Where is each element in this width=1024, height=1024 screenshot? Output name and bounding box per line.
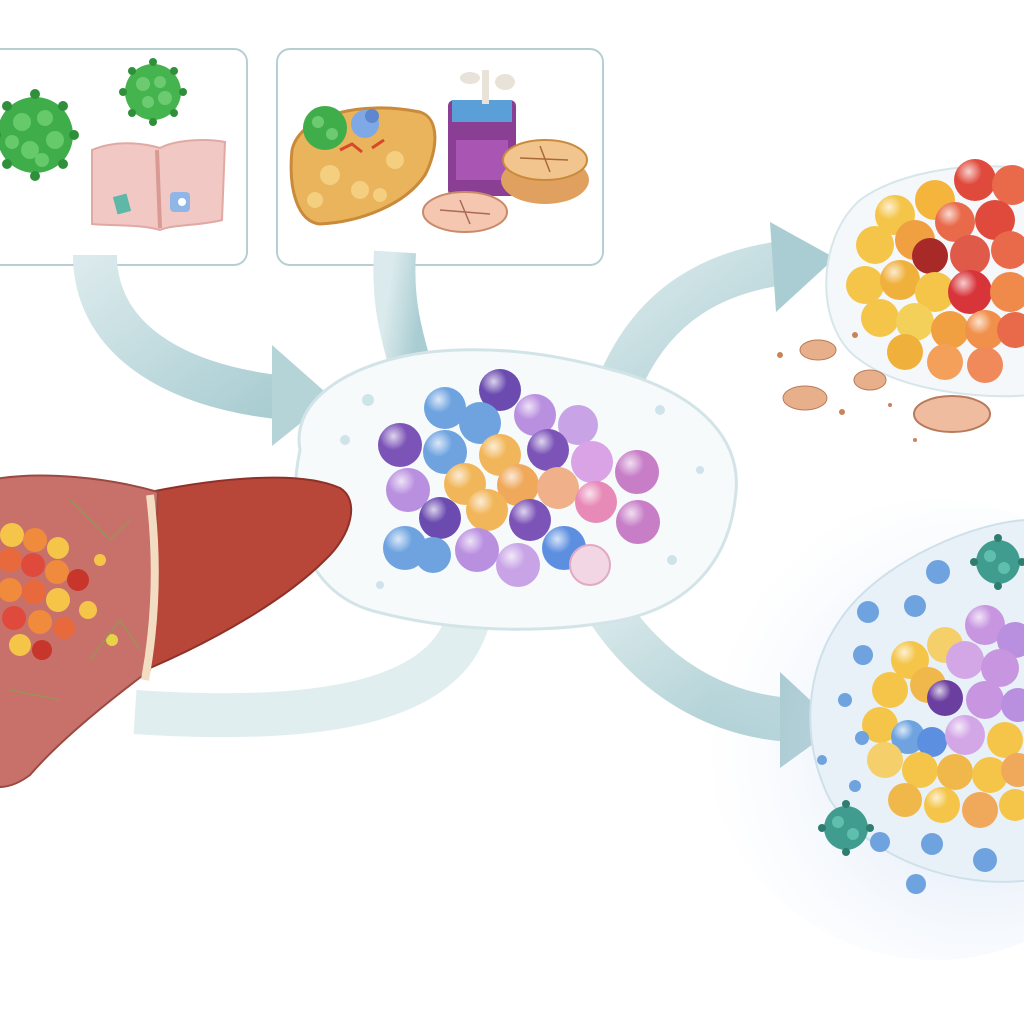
virus-small-icon: [119, 58, 187, 126]
arrow-infection-to-cluster: [73, 254, 332, 446]
blue-droplets: [817, 560, 997, 894]
food-fragments: [777, 332, 991, 442]
outcome-upper-cluster: [777, 159, 1024, 442]
virus-large-icon: [0, 89, 79, 181]
drink-cup-icon: [448, 70, 516, 196]
food-slice-icon: [422, 191, 508, 233]
arrow-cluster-to-liver: [133, 605, 492, 738]
central-cell-cluster: [293, 348, 738, 631]
food-tart-icon: [501, 139, 589, 204]
teal-virus-upper: [970, 534, 1024, 590]
tissue-sample-icon: [91, 139, 227, 232]
liver-organ: [0, 474, 353, 788]
fatty-liver-icon: [289, 106, 437, 226]
liver-lesion-cells: [0, 523, 118, 660]
teal-virus-lower: [818, 800, 874, 856]
arrow-cluster-to-outcome-upper: [594, 222, 835, 404]
outcome-lower-cluster: [705, 500, 1024, 960]
